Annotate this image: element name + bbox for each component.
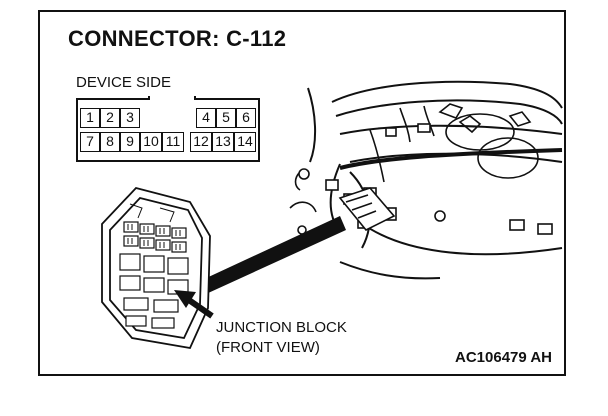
pin-10: 10 xyxy=(140,132,162,152)
pin-2: 2 xyxy=(100,108,120,128)
harness-connectors xyxy=(297,123,553,235)
location-pointer xyxy=(202,216,346,294)
dashboard-outline xyxy=(331,80,563,280)
pin-4: 4 xyxy=(196,108,216,128)
pin-5: 5 xyxy=(216,108,236,128)
pin-11: 11 xyxy=(162,132,184,152)
junction-block-label-line2: (FRONT VIEW) xyxy=(216,339,320,356)
pin-13: 13 xyxy=(212,132,234,152)
pin-12: 12 xyxy=(190,132,212,152)
vehicle-dashboard-illustration xyxy=(101,80,563,350)
gauge-cluster xyxy=(438,103,539,179)
connector-location-arrow xyxy=(174,290,214,319)
pin-6: 6 xyxy=(236,108,256,128)
fuse-array xyxy=(119,221,189,329)
pin-1: 1 xyxy=(80,108,100,128)
fuse-hatching xyxy=(127,203,181,250)
pin-8: 8 xyxy=(100,132,120,152)
pin-3: 3 xyxy=(120,108,140,128)
junction-block-in-vehicle xyxy=(338,187,396,232)
device-side-label: DEVICE SIDE xyxy=(76,74,172,91)
figure-code: AC106479 AH xyxy=(455,349,552,366)
pin-7: 7 xyxy=(80,132,100,152)
pin-14: 14 xyxy=(234,132,256,152)
junction-block-label-line1: JUNCTION BLOCK xyxy=(216,319,347,336)
junction-block-label: JUNCTION BLOCK (FRONT VIEW) xyxy=(216,318,347,358)
diagram-title: CONNECTOR: C-112 xyxy=(68,26,287,51)
connector-latch xyxy=(148,96,196,100)
pin-9: 9 xyxy=(120,132,140,152)
diagram-frame: CONNECTOR: C-112 DEVICE SIDE 1 2 3 4 5 6… xyxy=(38,10,566,376)
